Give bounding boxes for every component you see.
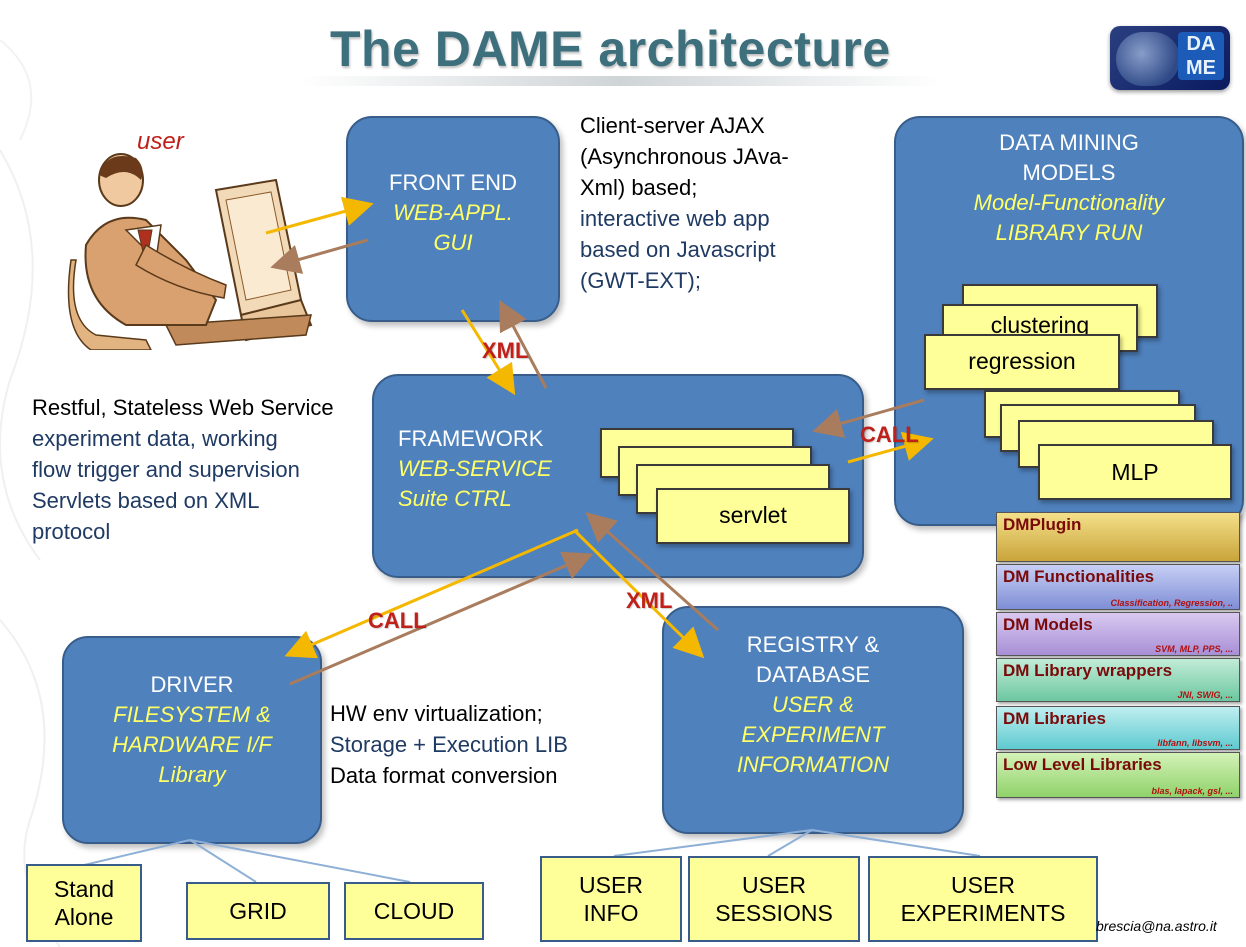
- driver-note-line1: HW env virtualization;: [330, 701, 543, 726]
- logo-text-line2: ME: [1186, 57, 1216, 79]
- user-info-line1: USER: [579, 872, 643, 898]
- stack-models: DM Models SVM, MLP, PPS, ...: [996, 612, 1240, 656]
- label-xml-bottom: XML: [626, 588, 673, 613]
- driver-sub1: FILESYSTEM &: [113, 702, 271, 727]
- front-end-subtitle: WEB-APPL.: [393, 200, 513, 225]
- user-info-line2: INFO: [583, 900, 639, 926]
- front-end-title: FRONT END: [389, 170, 517, 195]
- user-info-box: USER INFO: [540, 856, 682, 942]
- author-signature: brescia@na.astro.it: [1096, 918, 1217, 934]
- standalone-box: Stand Alone: [26, 864, 142, 942]
- registry-title2: DATABASE: [755, 662, 871, 687]
- dame-logo: DA ME: [1110, 26, 1230, 90]
- stack-libraries: DM Libraries libfann, libsvm, ...: [996, 706, 1240, 750]
- frontend-note-line3: Xml) based;: [580, 175, 698, 200]
- driver-title: DRIVER: [150, 672, 234, 697]
- user-sessions-line2: SESSIONS: [715, 900, 833, 926]
- logo-text: DA ME: [1178, 32, 1224, 80]
- dm-card-mlp: MLP: [1038, 444, 1232, 500]
- standalone-line1: Stand: [53, 876, 115, 902]
- dm-models-sub1: Model-Functionality: [973, 190, 1165, 215]
- stack-wrappers: DM Library wrappers JNI, SWIG, ...: [996, 658, 1240, 702]
- label-call-left: CALL: [368, 608, 427, 633]
- front-end-gui: GUI: [433, 230, 473, 255]
- frontend-note-line1: Client-server AJAX: [580, 113, 765, 138]
- stack-functionalities: DM Functionalities Classification, Regre…: [996, 564, 1240, 610]
- label-xml-top: XML: [482, 338, 529, 363]
- dm-card-regression: regression: [924, 334, 1120, 390]
- framework-note: Restful, Stateless Web Service experimen…: [32, 392, 334, 547]
- frontend-note-line4: interactive web app: [580, 206, 770, 231]
- frontend-note-line5: based on Javascript: [580, 237, 776, 262]
- user-experiments-line2: EXPERIMENTS: [900, 900, 1066, 926]
- framework-sub2: Suite CTRL: [398, 486, 512, 511]
- dm-models-sub2: LIBRARY RUN: [995, 220, 1143, 245]
- stack-libraries-label: DM Libraries: [1003, 709, 1106, 728]
- frontend-note: Client-server AJAX (Asynchronous JAva- X…: [580, 110, 789, 296]
- logo-text-line1: DA: [1186, 33, 1216, 55]
- stack-lowlevel: Low Level Libraries blas, lapack, gsl, .…: [996, 752, 1240, 798]
- framework-note-line1: Restful, Stateless Web Service: [32, 395, 334, 420]
- framework-sub1: WEB-SERVICE: [398, 456, 552, 481]
- clustering-label: clustering: [990, 312, 1090, 338]
- label-call-right: CALL: [860, 422, 919, 447]
- framework-note-line3: flow trigger and supervision: [32, 457, 300, 482]
- driver-note-line2: Storage + Execution LIB: [330, 732, 568, 757]
- framework-title: FRAMEWORK: [398, 426, 544, 451]
- driver-sub2: HARDWARE I/F: [112, 732, 272, 757]
- logo-face-icon: [1116, 32, 1180, 86]
- standalone-line2: Alone: [54, 904, 114, 930]
- user-label: user: [137, 128, 184, 155]
- grid-label: GRID: [229, 898, 287, 924]
- regression-label: regression: [968, 348, 1076, 374]
- framework-note-line5: protocol: [32, 519, 111, 544]
- title-underline: [300, 76, 940, 86]
- user-sessions-box: USER SESSIONS: [688, 856, 860, 942]
- stack-wrappers-sub: JNI, SWIG, ...: [1177, 690, 1233, 700]
- mlp-label: MLP: [1111, 459, 1159, 485]
- user-experiments-line1: USER: [951, 872, 1015, 898]
- stack-wrappers-label: DM Library wrappers: [1003, 661, 1173, 680]
- driver-sub3: Library: [158, 762, 226, 787]
- servlet-label: servlet: [719, 502, 787, 528]
- stack-lowlevel-sub: blas, lapack, gsl, ...: [1151, 786, 1233, 796]
- stack-lowlevel-label: Low Level Libraries: [1003, 755, 1162, 774]
- stack-functionalities-sub: Classification, Regression, ..: [1110, 598, 1233, 608]
- user-experiments-box: USER EXPERIMENTS: [868, 856, 1098, 942]
- stack-models-label: DM Models: [1003, 615, 1093, 634]
- cloud-label: CLOUD: [373, 898, 455, 924]
- registry-box: REGISTRY & DATABASE USER & EXPERIMENT IN…: [662, 606, 964, 834]
- registry-sub2: EXPERIMENT: [741, 722, 885, 747]
- servlet-card: servlet: [656, 488, 850, 544]
- driver-note-line3: Data format conversion: [330, 763, 558, 788]
- stack-libraries-sub: libfann, libsvm, ...: [1157, 738, 1233, 748]
- cloud-box: CLOUD: [344, 882, 484, 940]
- registry-sub1: USER &: [772, 692, 854, 717]
- page-title: The DAME architecture: [330, 21, 891, 77]
- frontend-note-line6: (GWT-EXT);: [580, 268, 701, 293]
- user-sessions-line1: USER: [742, 872, 806, 898]
- dm-models-title2: MODELS: [1022, 160, 1116, 185]
- stack-dmplugin-label: DMPlugin: [1003, 515, 1082, 534]
- framework-note-line2: experiment data, working: [32, 426, 278, 451]
- dm-models-title1: DATA MINING: [999, 130, 1139, 155]
- front-end-box: FRONT END WEB-APPL. GUI: [346, 116, 560, 322]
- frontend-note-line2: (Asynchronous JAva-: [580, 144, 789, 169]
- registry-title1: REGISTRY &: [746, 632, 880, 657]
- registry-sub3: INFORMATION: [736, 752, 890, 777]
- user-at-computer-icon: [67, 153, 313, 350]
- stack-functionalities-label: DM Functionalities: [1003, 567, 1155, 586]
- driver-note: HW env virtualization; Storage + Executi…: [330, 698, 568, 791]
- driver-box: DRIVER FILESYSTEM & HARDWARE I/F Library: [62, 636, 322, 844]
- stack-models-sub: SVM, MLP, PPS, ...: [1155, 644, 1233, 654]
- framework-note-line4: Servlets based on XML: [32, 488, 260, 513]
- stack-dmplugin: DMPlugin: [996, 512, 1240, 562]
- grid-box: GRID: [186, 882, 330, 940]
